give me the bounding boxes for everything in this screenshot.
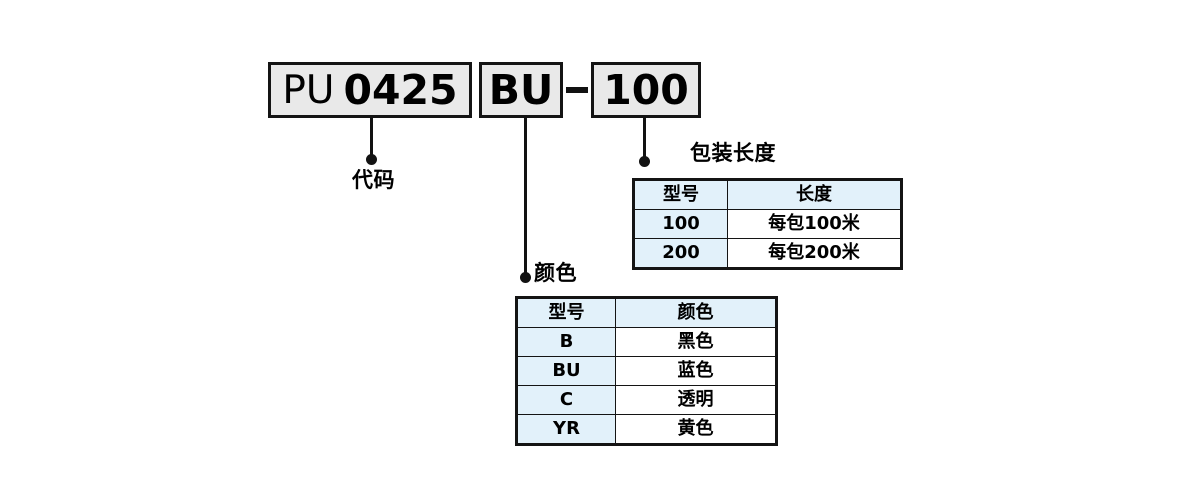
table-cell-model: C bbox=[516, 385, 616, 415]
code-segment-series: PU 0425 bbox=[268, 62, 472, 118]
table-row: 200 每包200米 bbox=[633, 238, 902, 269]
code-series-prefix: PU bbox=[282, 67, 335, 113]
table-cell-value: 黑色 bbox=[615, 327, 777, 357]
code-length-value: 100 bbox=[603, 65, 689, 114]
table-cell-model: B bbox=[516, 327, 616, 357]
table-row: C 透明 bbox=[516, 385, 777, 415]
leader-dot-icon bbox=[639, 156, 650, 167]
table-cell-value: 黄色 bbox=[615, 414, 777, 445]
code-box-gap bbox=[472, 90, 479, 91]
table-header-cell: 型号 bbox=[633, 179, 728, 210]
callout-label-color: 颜色 bbox=[534, 261, 577, 285]
callout-label-code: 代码 bbox=[352, 168, 395, 192]
leader-dot-icon bbox=[520, 272, 531, 283]
table-cell-value: 蓝色 bbox=[615, 356, 777, 386]
dash-icon bbox=[566, 87, 588, 93]
leader-stem bbox=[524, 118, 527, 276]
table-cell-model: YR bbox=[516, 414, 616, 445]
leader-stem bbox=[643, 118, 646, 160]
table-cell-model: 200 bbox=[633, 238, 728, 269]
leader-stem bbox=[370, 118, 373, 158]
table-row: BU 蓝色 bbox=[516, 356, 777, 386]
packaging-length-table-body: 型号 长度 100 每包100米 200 每包200米 bbox=[633, 179, 902, 269]
table-header-row: 型号 长度 bbox=[633, 179, 902, 210]
color-table: 型号 颜色 B 黑色 BU 蓝色 C 透明 YR 黄色 bbox=[515, 296, 778, 446]
table-row: YR 黄色 bbox=[516, 414, 777, 445]
table-row: 100 每包100米 bbox=[633, 209, 902, 239]
table-row: B 黑色 bbox=[516, 327, 777, 357]
table-header-row: 型号 颜色 bbox=[516, 297, 777, 328]
table-cell-value: 透明 bbox=[615, 385, 777, 415]
table-header-cell: 颜色 bbox=[615, 297, 777, 328]
code-segment-color: BU bbox=[479, 62, 563, 118]
code-separator-dash bbox=[563, 87, 591, 93]
code-series-number: 0425 bbox=[343, 65, 458, 114]
code-color-value: BU bbox=[488, 65, 554, 114]
packaging-length-table: 型号 长度 100 每包100米 200 每包200米 bbox=[632, 178, 903, 270]
color-table-body: 型号 颜色 B 黑色 BU 蓝色 C 透明 YR 黄色 bbox=[516, 297, 777, 445]
leader-dot-icon bbox=[366, 154, 377, 165]
callout-label-length: 包装长度 bbox=[690, 141, 776, 165]
table-header-cell: 长度 bbox=[727, 179, 902, 210]
table-cell-model: 100 bbox=[633, 209, 728, 239]
table-cell-value: 每包200米 bbox=[727, 238, 902, 269]
table-cell-model: BU bbox=[516, 356, 616, 386]
table-cell-value: 每包100米 bbox=[727, 209, 902, 239]
product-code-row: PU 0425 BU 100 bbox=[268, 62, 701, 118]
code-segment-length: 100 bbox=[591, 62, 701, 118]
table-header-cell: 型号 bbox=[516, 297, 616, 328]
